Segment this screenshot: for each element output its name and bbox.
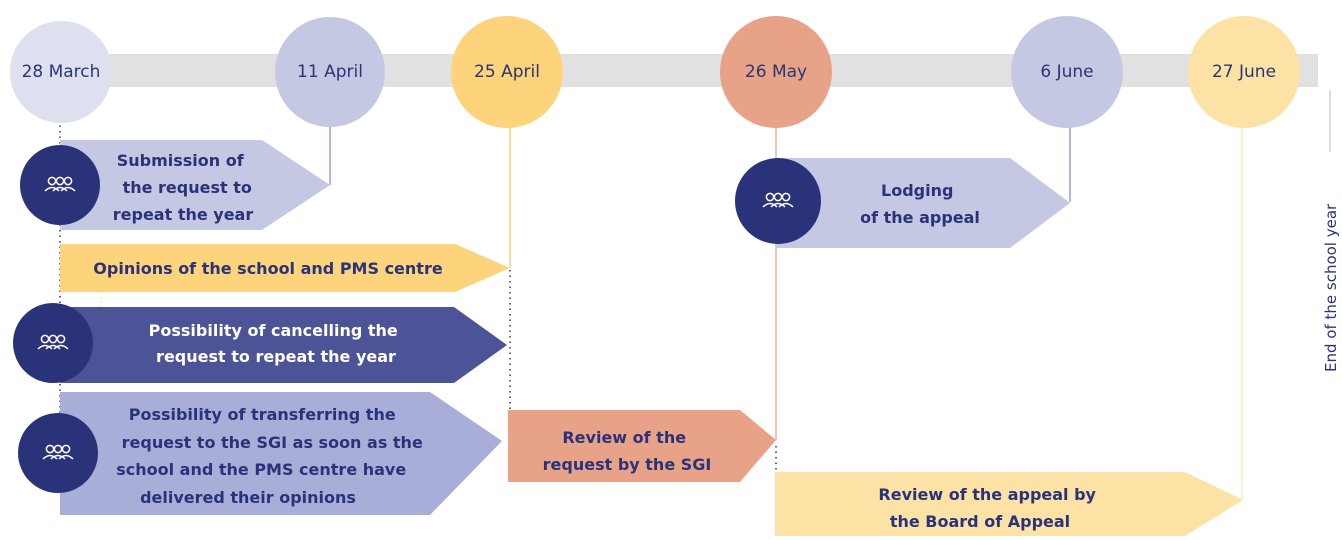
end-of-school-year-label: End of the school year bbox=[1322, 203, 1340, 372]
step-review-sgi: Review of the request by the SGI bbox=[508, 410, 776, 482]
date-label: 26 May bbox=[745, 62, 807, 82]
timeline-track bbox=[60, 54, 1318, 87]
step-review-appeal: Review of the appeal by the Board of App… bbox=[775, 472, 1243, 536]
step-submission: Submission of the request to repeat the … bbox=[60, 140, 330, 230]
people-icon-badge bbox=[735, 158, 821, 244]
step-review-appeal-label: Review of the appeal by the Board of App… bbox=[878, 485, 1101, 531]
people-icon-badge bbox=[18, 413, 98, 493]
date-label: 6 June bbox=[1040, 62, 1093, 82]
step-cancelling: Possibility of cancelling the request to… bbox=[60, 307, 507, 383]
date-label: 25 April bbox=[474, 62, 540, 82]
people-icon-badge bbox=[13, 303, 93, 383]
date-label: 27 June bbox=[1212, 62, 1276, 82]
step-cancelling-label: Possibility of cancelling the request to… bbox=[149, 321, 404, 366]
date-marker-6-june: 6 June bbox=[1011, 16, 1123, 128]
step-transferring-label: Possibility of transferring the request … bbox=[116, 405, 428, 507]
step-review-sgi-label: Review of the request by the SGI bbox=[543, 428, 712, 474]
date-marker-26-may: 26 May bbox=[720, 16, 832, 128]
step-opinions-label: Opinions of the school and PMS centre bbox=[93, 259, 443, 278]
date-marker-11-april: 11 April bbox=[275, 17, 385, 127]
step-lodging-label: Lodging of the appeal bbox=[860, 181, 980, 227]
step-submission-label: Submission of the request to repeat the … bbox=[113, 151, 258, 224]
date-marker-27-june: 27 June bbox=[1188, 16, 1300, 128]
people-icon-badge bbox=[20, 145, 100, 225]
step-lodging: Lodging of the appeal bbox=[776, 158, 1070, 248]
date-label: 11 April bbox=[297, 62, 363, 82]
date-label: 28 March bbox=[22, 62, 101, 82]
step-opinions: Opinions of the school and PMS centre bbox=[60, 244, 510, 292]
date-marker-28-march: 28 March bbox=[10, 21, 112, 123]
date-marker-25-april: 25 April bbox=[451, 16, 563, 128]
step-transferring: Possibility of transferring the request … bbox=[60, 392, 502, 515]
